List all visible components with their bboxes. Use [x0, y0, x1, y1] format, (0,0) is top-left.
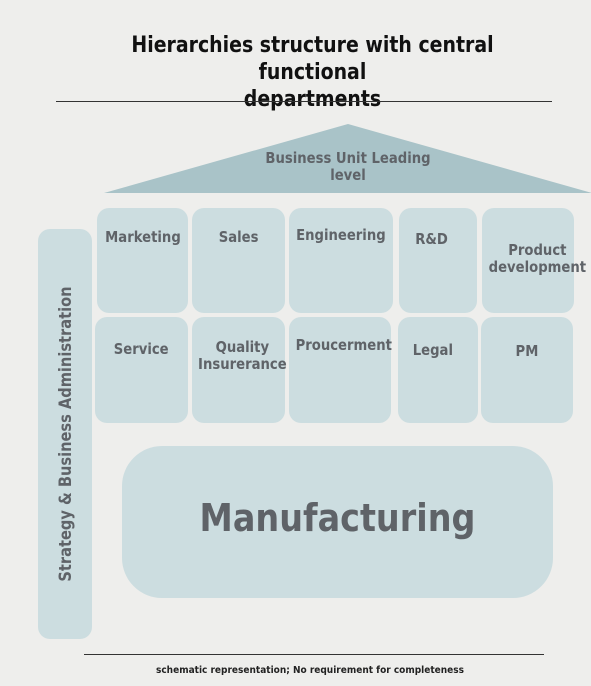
dept-product-development-label: Product development [488, 241, 587, 276]
title-divider [56, 101, 552, 102]
foundation-label: Manufacturing [199, 496, 476, 540]
dept-quality-insurerance-label: Quality Insurerance [198, 338, 287, 373]
dept-marketing-label: Marketing [104, 228, 181, 246]
dept-pm: PM [481, 317, 573, 423]
footer-divider [84, 654, 544, 655]
dept-product-development: Product development [482, 208, 586, 313]
roof-shape [104, 124, 591, 193]
dept-service: Service [95, 317, 188, 423]
dept-engineering-label: Engineering [296, 226, 386, 244]
dept-proucerment-label: Proucerment [295, 336, 392, 354]
title-line-2: departments [243, 87, 382, 112]
pillar-label: Strategy & Business Administration [56, 286, 76, 582]
dept-sales: Sales [192, 208, 285, 313]
dept-sales-label: Sales [218, 228, 259, 246]
dept-service-label: Service [114, 340, 169, 358]
page-title: Hierarchies structure with central funct… [78, 32, 547, 113]
pillar-strategy-business-administration [38, 229, 92, 639]
dept-marketing: Marketing [97, 208, 188, 313]
title-line-1: Hierarchies structure with central funct… [131, 33, 494, 85]
roof-business-unit-leading-level: Business Unit Leading level [104, 124, 591, 193]
roof-label-line-2: level [330, 166, 366, 184]
dept-legal: Legal [398, 317, 478, 423]
foundation-manufacturing: Manufacturing [122, 446, 553, 598]
dept-rnd: R&D [399, 208, 477, 313]
roof-label-line-1: Business Unit Leading [265, 149, 431, 167]
dept-pm-label: PM [515, 342, 539, 360]
footnote: schematic representation; No requirement… [155, 665, 465, 676]
dept-rnd-label: R&D [415, 230, 448, 248]
roof-label: Business Unit Leading level [133, 150, 562, 184]
dept-proucerment: Proucerment [289, 317, 392, 423]
dept-engineering: Engineering [289, 208, 393, 313]
dept-quality-insurerance: Quality Insurerance [192, 317, 287, 423]
dept-legal-label: Legal [412, 341, 453, 359]
